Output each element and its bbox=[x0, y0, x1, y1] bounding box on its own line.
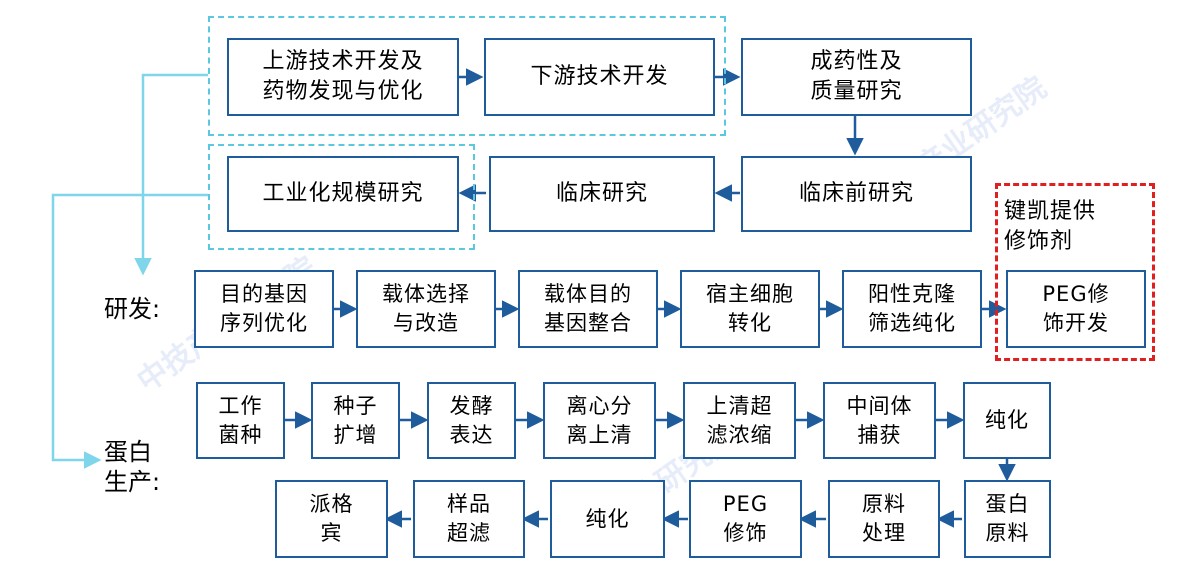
research-step-2: 载体选择 与改造 bbox=[356, 270, 496, 348]
production-step-protein-raw: 蛋白 原料 bbox=[964, 480, 1051, 558]
preclinical-box: 临床前研究 bbox=[741, 156, 972, 232]
clinical-box: 临床研究 bbox=[489, 156, 715, 232]
production-step-peg-modify: PEG 修饰 bbox=[689, 480, 802, 558]
production-label: 蛋白 生产: bbox=[104, 438, 161, 496]
research-step-4: 宿主细胞 转化 bbox=[680, 270, 820, 348]
upstream-group-frame bbox=[208, 16, 726, 136]
industrial-scale-box: 工业化规模研究 bbox=[227, 156, 459, 232]
production-step-ultrafiltration: 上清超 滤浓缩 bbox=[683, 382, 796, 459]
production-step-fermentation: 发酵 表达 bbox=[427, 382, 516, 459]
production-step-purify-2: 纯化 bbox=[550, 480, 665, 558]
druggability-box: 成药性及 质量研究 bbox=[741, 38, 972, 116]
research-step-3: 载体目的 基因整合 bbox=[518, 270, 658, 348]
jenkem-highlight-frame bbox=[995, 183, 1155, 361]
production-step-centrifuge: 离心分 离上清 bbox=[543, 382, 656, 459]
production-step-capture: 中间体 捕获 bbox=[823, 382, 936, 459]
production-step-seed: 种子 扩增 bbox=[311, 382, 400, 459]
industrial-group-frame bbox=[208, 144, 475, 250]
production-step-working-strain: 工作 菌种 bbox=[196, 382, 285, 459]
production-step-pegbing: 派格 宾 bbox=[275, 480, 388, 558]
downstream-dev-box: 下游技术开发 bbox=[484, 38, 715, 116]
production-step-purify-1: 纯化 bbox=[963, 382, 1051, 459]
production-step-sample-uf: 样品 超滤 bbox=[413, 480, 525, 558]
research-label: 研发: bbox=[104, 295, 161, 323]
research-step-5: 阳性克隆 筛选纯化 bbox=[842, 270, 982, 348]
research-step-1: 目的基因 序列优化 bbox=[194, 270, 334, 348]
jenkem-supplier-label: 键凯提供 修饰剂 bbox=[1004, 199, 1097, 254]
research-step-6-peg: PEG修 饰开发 bbox=[1006, 270, 1146, 348]
upstream-dev-box: 上游技术开发及 药物发现与优化 bbox=[227, 38, 459, 116]
production-step-raw-treatment: 原料 处理 bbox=[828, 480, 940, 558]
